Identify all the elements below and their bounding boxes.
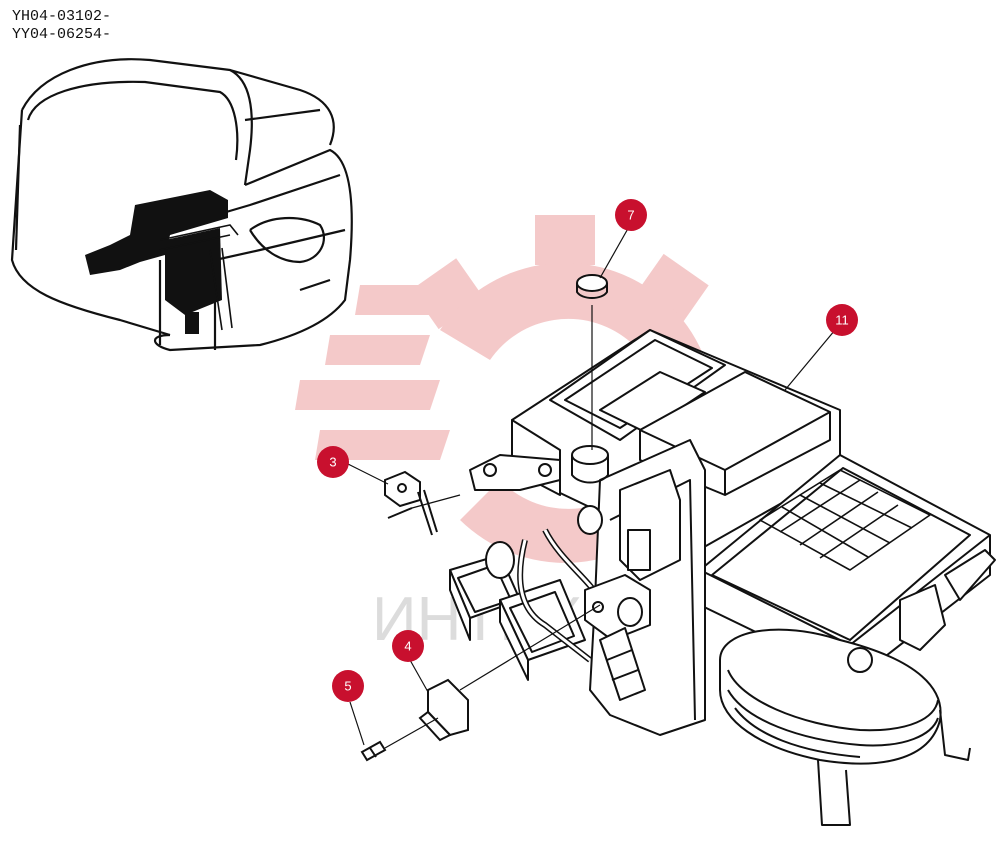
callout-11: 11 bbox=[826, 304, 858, 336]
heater-unit-illustration bbox=[449, 329, 996, 826]
bracket-part-3 bbox=[384, 470, 438, 536]
callout-label: 11 bbox=[835, 313, 849, 328]
cab-duct-lines bbox=[159, 224, 239, 331]
serial-range-line: YH04-03102- bbox=[12, 8, 112, 25]
clamp-part-4 bbox=[418, 678, 469, 742]
screw-part-5 bbox=[360, 740, 387, 762]
cap-part-7 bbox=[576, 274, 608, 299]
callout-5: 5 bbox=[332, 670, 364, 702]
callout-7: 7 bbox=[615, 199, 647, 231]
callout-label: 7 bbox=[627, 208, 634, 223]
callout-label: 3 bbox=[329, 455, 336, 470]
callout-3: 3 bbox=[317, 446, 349, 478]
cab-heater-silhouette bbox=[85, 190, 228, 334]
serial-range-line: YY04-06254- bbox=[12, 26, 112, 43]
callout-label: 4 bbox=[404, 639, 411, 654]
leader-lines bbox=[347, 224, 841, 749]
serial-range-block: YH04-03102- YY04-06254- bbox=[12, 8, 111, 44]
callout-4: 4 bbox=[392, 630, 424, 662]
callout-label: 5 bbox=[344, 679, 351, 694]
